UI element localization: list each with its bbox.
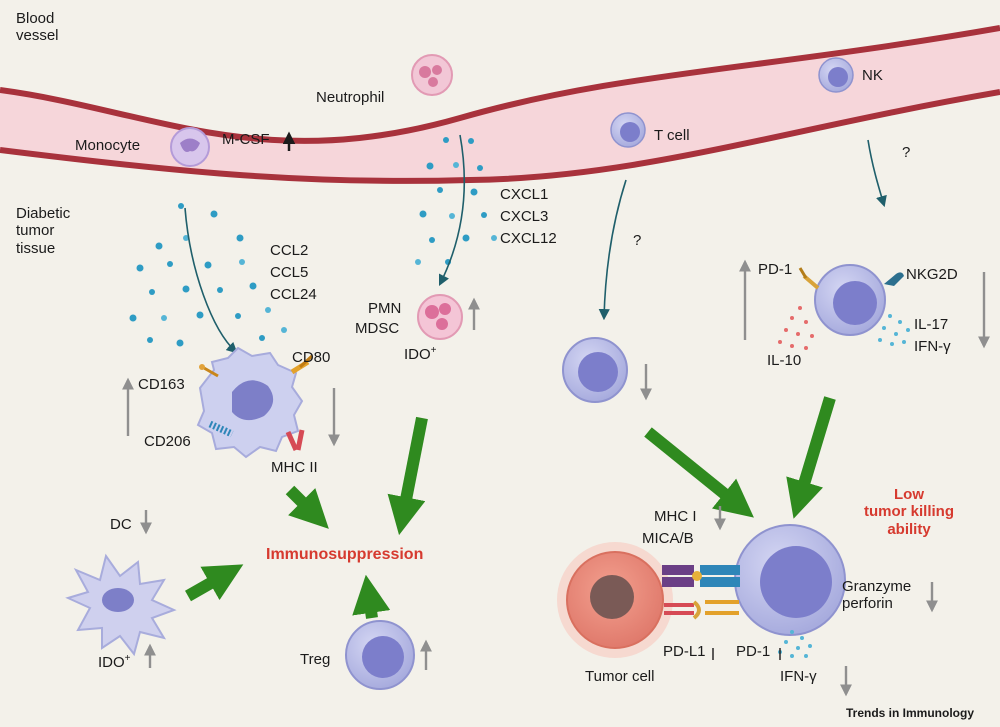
cxcl-migration-arrow: [438, 134, 466, 287]
monocyte-label: Monocyte: [75, 137, 141, 154]
nk-migration-arrow: [867, 139, 887, 208]
macrophage-cell: [196, 346, 304, 459]
vessel-wall-top: [0, 25, 1000, 144]
t-cell-label: T cell: [654, 127, 690, 144]
green-pathway-arrows: [185, 396, 836, 619]
ifng-secretion-dots: [778, 630, 812, 658]
t-cell-unknown-mark: ?: [633, 232, 642, 249]
nk-ifng-label: IFN-γ: [914, 338, 951, 355]
m-csf-label: M-CSF: [222, 131, 270, 148]
nk-il17-label: IL-17: [914, 316, 949, 333]
t-ifng-label: IFN-γ: [780, 668, 817, 685]
tumor-cell-label: Tumor cell: [585, 668, 655, 685]
mhc-ii-receptor: [285, 429, 305, 452]
cxcl-chemokine-dots: [415, 137, 497, 265]
il17-ifng-secretion-dots: [878, 314, 910, 346]
mica-b-label: MICA/B: [642, 530, 694, 547]
cd80-receptor: [290, 354, 314, 375]
green-arrow-pmn: [387, 416, 428, 536]
mdsc-label: MDSC: [355, 320, 400, 337]
green-arrow-t-cell: [644, 427, 754, 518]
pmn-label: PMN: [368, 300, 402, 317]
pmn-mdsc-cell: [417, 294, 463, 340]
cd206-label: CD206: [144, 433, 191, 450]
nk-unknown-mark: ?: [902, 144, 911, 161]
granzyme-perforin-label: Granzyme perforin: [842, 578, 912, 613]
dc-label: DC: [110, 516, 132, 533]
neutrophil-cell: [411, 54, 453, 96]
pd-l1-pd-1-up-marks: [712, 648, 781, 660]
green-arrow-dc: [185, 564, 244, 602]
t-cell-tissue: [562, 337, 628, 403]
il10-secretion-dots: [778, 306, 814, 350]
ccl-migration-arrow: [184, 207, 238, 354]
cxcl1-label: CXCL1: [500, 186, 549, 203]
nk-cell-tissue: [798, 264, 904, 336]
cd206-receptor: [208, 420, 234, 438]
ccl-chemokine-dots: [129, 203, 287, 347]
cxcl12-label: CXCL12: [500, 230, 557, 247]
mhc-i-label: MHC I: [654, 508, 697, 525]
cxcl3-label: CXCL3: [500, 208, 549, 225]
dc-ido-label: IDO+: [98, 653, 131, 671]
green-arrow-macrophage: [285, 485, 329, 529]
mhc-ii-label: MHC II: [271, 459, 318, 476]
ccl2-label: CCL2: [270, 242, 309, 259]
effector-lymphocyte: [734, 524, 846, 636]
vessel-wall-bottom: [0, 89, 1000, 184]
pd-l1-label: PD-L1: [663, 643, 706, 660]
t-pd-1-label: PD-1: [736, 643, 771, 660]
green-arrow-nk: [786, 396, 836, 519]
treg-cell: [345, 620, 415, 690]
mhc-i-tcr-synapse: [662, 565, 740, 587]
blood-vessel-label: Blood vessel: [16, 10, 59, 45]
low-killing-ability-label: Low tumor killing ability: [864, 486, 954, 538]
nk-cell-vessel: [818, 57, 854, 93]
green-arrow-treg: [352, 574, 391, 619]
nk-il10-label: IL-10: [767, 352, 802, 369]
nkg2d-label: NKG2D: [906, 266, 958, 283]
t-cell-vessel: [610, 112, 646, 148]
neutrophil-label: Neutrophil: [316, 89, 385, 106]
gray-change-arrows: [122, 259, 990, 697]
ccl24-label: CCL24: [270, 286, 317, 303]
nk-pd1-label: PD-1: [758, 261, 793, 278]
tissue-label: Diabetic tumor tissue: [16, 205, 71, 257]
nk-label: NK: [862, 67, 883, 84]
monocyte-cell: [170, 127, 210, 167]
t-cell-migration-arrow: [598, 179, 627, 321]
cd163-label: CD163: [138, 376, 185, 393]
dendritic-cell: [65, 553, 177, 657]
cd163-receptor: [199, 364, 219, 378]
pmn-ido-label: IDO+: [404, 345, 437, 363]
tumor-cell: [557, 542, 673, 658]
ccl5-label: CCL5: [270, 264, 309, 281]
immunosuppression-label: Immunosuppression: [266, 546, 424, 563]
pd-l1-pd-1-synapse: [664, 600, 739, 620]
cd80-label: CD80: [292, 349, 331, 366]
journal-credit: Trends in Immunology: [846, 706, 975, 720]
treg-label: Treg: [300, 651, 331, 668]
